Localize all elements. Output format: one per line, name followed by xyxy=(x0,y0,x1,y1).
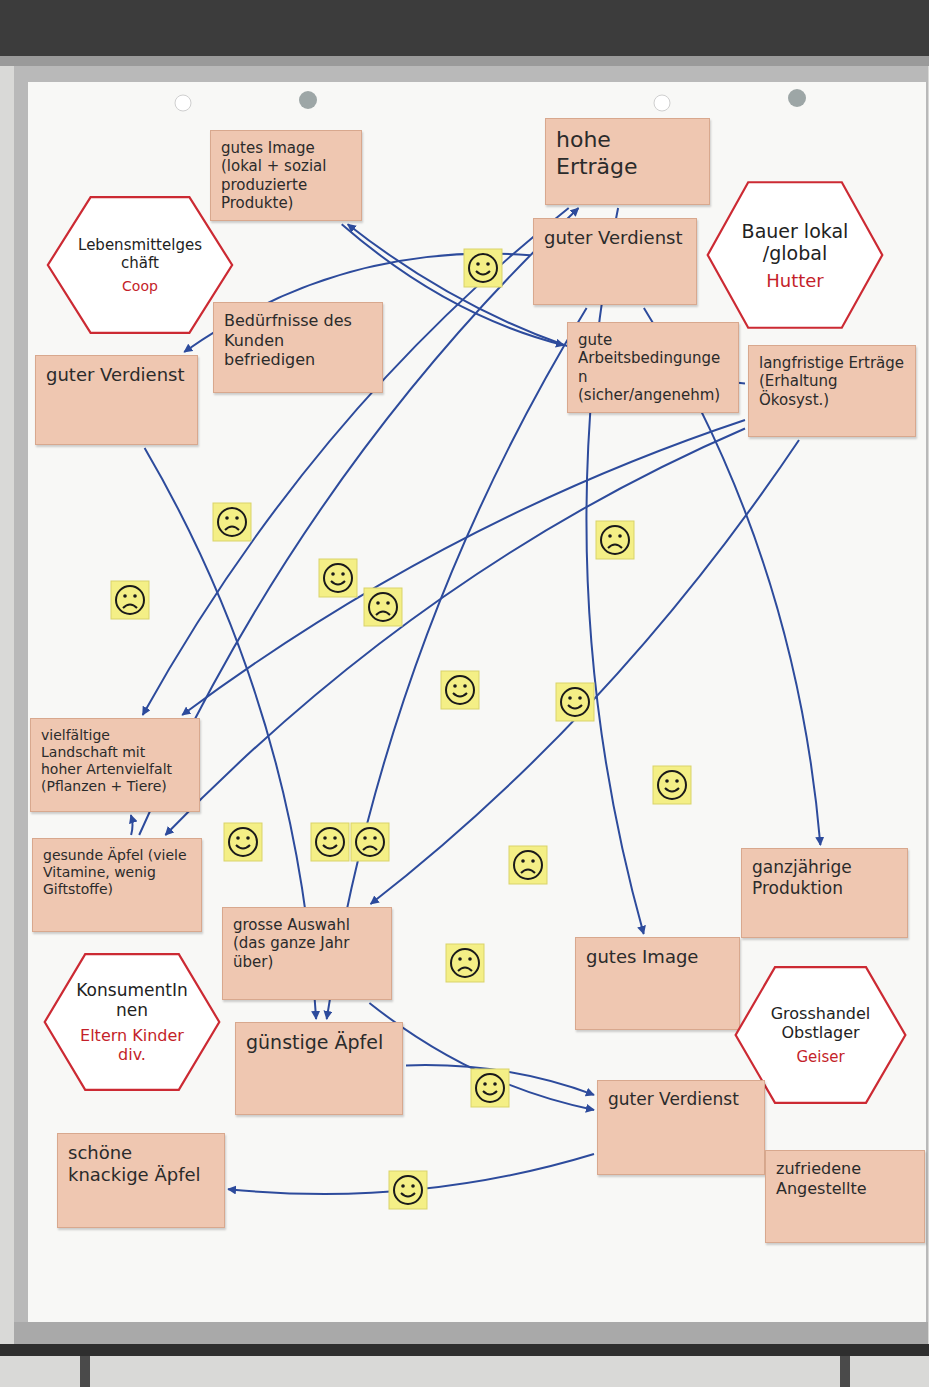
smiley-sad xyxy=(111,581,149,619)
paper-hole xyxy=(654,95,670,111)
smiley-happy xyxy=(556,683,594,721)
hexagon-shape xyxy=(708,182,883,328)
node-text: gutes Image xyxy=(586,946,729,968)
sticky-note: guter Verdienst xyxy=(533,218,697,305)
node-subtext: Coop xyxy=(122,278,158,294)
node-text: vielfältige Landschaft mit hoher Artenvi… xyxy=(41,727,189,795)
node-text: Grosshandel Obstlager xyxy=(765,1004,876,1042)
node-text: gute Arbeitsbedingungen (sicher/angenehm… xyxy=(578,331,728,404)
smiley-happy xyxy=(319,559,357,597)
actor-hexagon: Bauer lokal /globalHutter xyxy=(705,180,885,330)
sticky-note: ganzjährige Produktion xyxy=(741,848,908,938)
tray xyxy=(0,1344,929,1356)
sticky-note: schöne knackige Äpfel xyxy=(57,1133,225,1228)
paper xyxy=(28,82,926,1322)
smiley-sad xyxy=(596,521,634,559)
smiley-happy xyxy=(653,766,691,804)
sticky-note: gutes Image (lokal + sozial produzierte … xyxy=(210,130,362,221)
node-subtext: Eltern Kinder div. xyxy=(74,1026,190,1064)
leg xyxy=(840,1356,850,1387)
sticky-note: langfristige Erträge (Erhaltung Ökosyst.… xyxy=(748,345,916,437)
sticky-note: gute Arbeitsbedingungen (sicher/angenehm… xyxy=(567,322,739,413)
node-text: hohe Erträge xyxy=(556,127,699,181)
board-edge xyxy=(14,66,928,1334)
relation-arrow xyxy=(369,1003,594,1110)
actor-hexagon: KonsumentInnenEltern Kinder div. xyxy=(42,952,222,1092)
node-text: Bauer lokal /global xyxy=(737,220,853,264)
sticky-note: gesunde Äpfel (viele Vitamine, wenig Gif… xyxy=(32,838,202,932)
node-text: günstige Äpfel xyxy=(246,1031,392,1054)
node-text: Bedürfnisse des Kunden befriedigen xyxy=(224,311,372,370)
node-text: grosse Auswahl (das ganze Jahr über) xyxy=(233,916,381,971)
paper-clip xyxy=(788,89,806,107)
hexagon-shape xyxy=(48,197,232,333)
sticky-note: gutes Image xyxy=(575,937,740,1030)
sticky-note: Bedürfnisse des Kunden befriedigen xyxy=(213,302,383,393)
smiley-sad xyxy=(446,944,484,982)
node-text: schöne knackige Äpfel xyxy=(68,1142,214,1186)
node-text: guter Verdienst xyxy=(544,227,686,249)
smiley-sad xyxy=(351,823,389,861)
sticky-note: hohe Erträge xyxy=(545,118,710,205)
node-text: KonsumentInnen xyxy=(74,980,190,1020)
bottom-rail xyxy=(14,1322,928,1344)
actor-hexagon: LebensmittelgeschäftCoop xyxy=(45,195,235,335)
sticky-note: guter Verdienst xyxy=(35,355,198,445)
node-subtext: Geiser xyxy=(796,1048,844,1066)
smiley-sad xyxy=(213,503,251,541)
smiley-happy xyxy=(471,1069,509,1107)
relation-arrow xyxy=(131,815,133,835)
smiley-happy xyxy=(224,823,262,861)
leg xyxy=(80,1356,90,1387)
sticky-note: günstige Äpfel xyxy=(235,1022,403,1115)
sticky-note: guter Verdienst xyxy=(597,1080,765,1175)
smiley-happy xyxy=(389,1171,427,1209)
node-text: ganzjährige Produktion xyxy=(752,857,897,898)
sticky-note: grosse Auswahl (das ganze Jahr über) xyxy=(222,907,392,1000)
node-text: gutes Image (lokal + sozial produzierte … xyxy=(221,139,351,212)
node-text: guter Verdienst xyxy=(46,364,187,386)
relation-arrow xyxy=(165,429,745,836)
hexagon-outline xyxy=(42,952,222,1092)
smiley-happy xyxy=(311,823,349,861)
paper-clip xyxy=(299,91,317,109)
node-subtext: Hutter xyxy=(766,270,824,291)
sticky-note: vielfältige Landschaft mit hoher Artenvi… xyxy=(30,718,200,812)
smiley-happy xyxy=(441,671,479,709)
node-text: gesunde Äpfel (viele Vitamine, wenig Gif… xyxy=(43,847,191,898)
hexagon-shape xyxy=(45,954,220,1090)
node-text: zufriedene Angestellte xyxy=(776,1159,914,1198)
node-text: langfristige Erträge (Erhaltung Ökosyst.… xyxy=(759,354,905,409)
top-bar xyxy=(0,0,929,62)
smiley-sad xyxy=(364,588,402,626)
relation-arrow xyxy=(586,208,643,934)
top-bar-lip xyxy=(0,56,929,66)
relation-arrow xyxy=(182,420,745,715)
smiley-sad xyxy=(509,846,547,884)
relation-arrow xyxy=(371,440,799,904)
sticky-note: zufriedene Angestellte xyxy=(765,1150,925,1243)
paper-hole xyxy=(175,95,191,111)
smiley-happy xyxy=(464,249,502,287)
node-text: guter Verdienst xyxy=(608,1089,754,1110)
node-text: Lebensmittelgeschäft xyxy=(77,236,203,272)
